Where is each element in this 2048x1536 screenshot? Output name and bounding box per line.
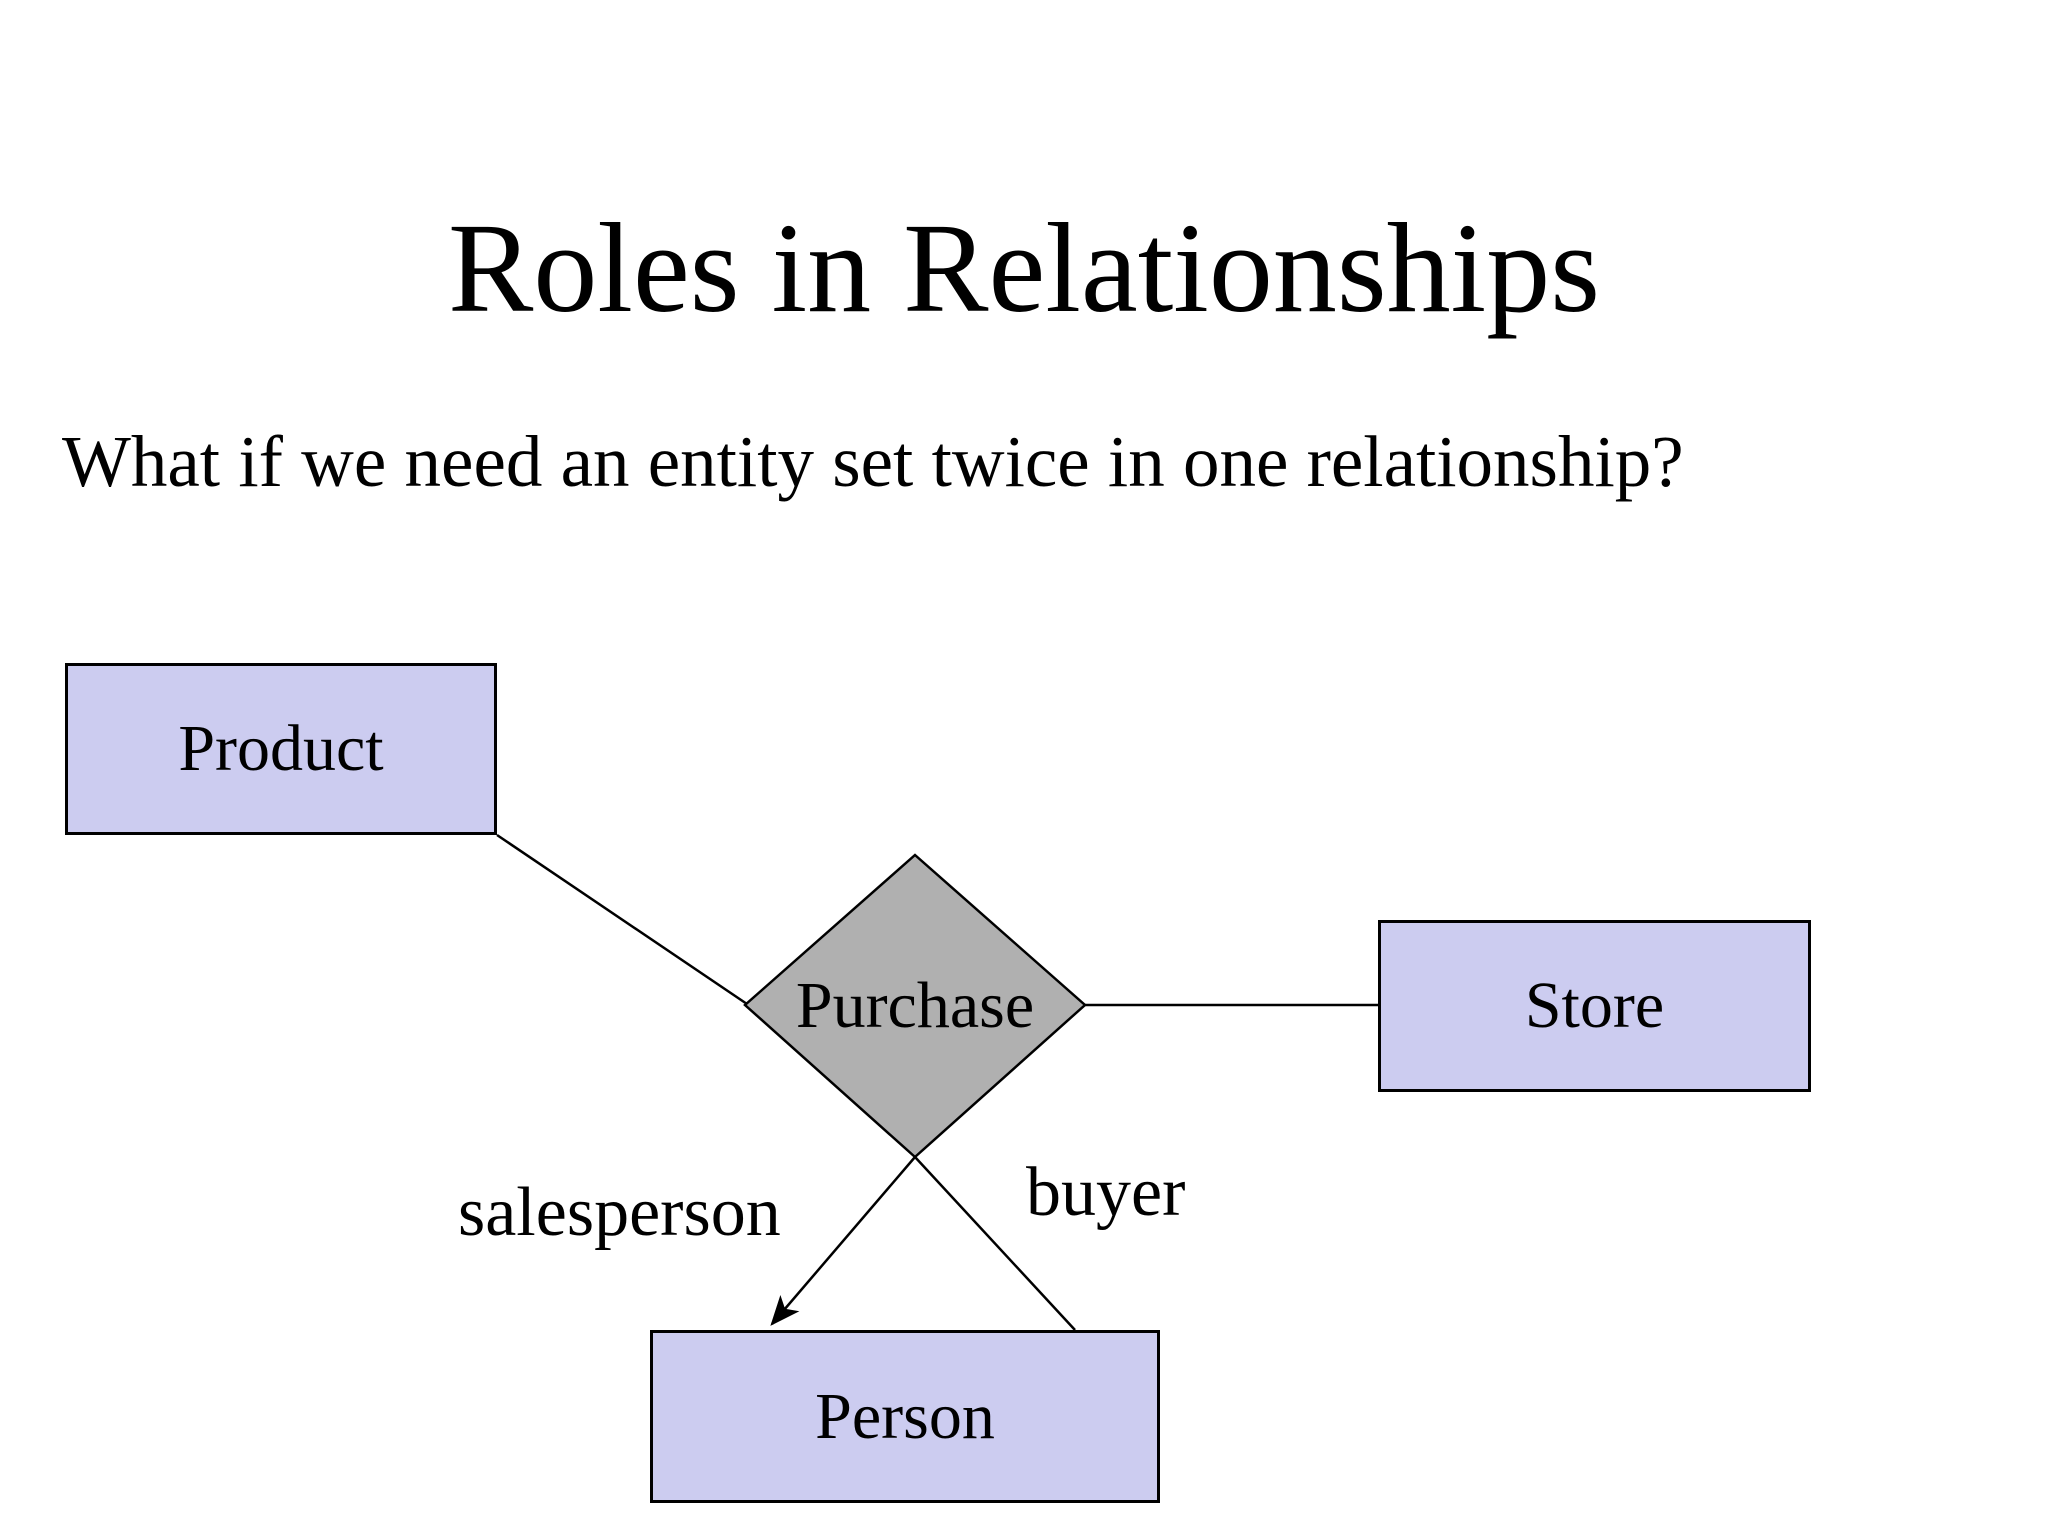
connector-product-purchase xyxy=(496,833,748,1006)
entity-label-product: Product xyxy=(178,712,384,785)
connector-purchase-person-buyer xyxy=(914,1156,1076,1331)
entity-box-store: Store xyxy=(1378,920,1811,1092)
slide-title: Roles in Relationships xyxy=(448,197,1600,339)
entity-box-product: Product xyxy=(65,663,497,835)
role-label-salesperson: salesperson xyxy=(458,1174,781,1251)
entity-label-person: Person xyxy=(815,1379,995,1453)
role-label-buyer: buyer xyxy=(1026,1154,1186,1231)
slide-subtitle: What if we need an entity set twice in o… xyxy=(62,421,1684,502)
relationship-diamond-purchase xyxy=(743,853,1087,1159)
entity-box-person: Person xyxy=(650,1330,1160,1503)
entity-label-store: Store xyxy=(1524,969,1665,1042)
connector-purchase-person-salesperson xyxy=(770,1156,916,1326)
